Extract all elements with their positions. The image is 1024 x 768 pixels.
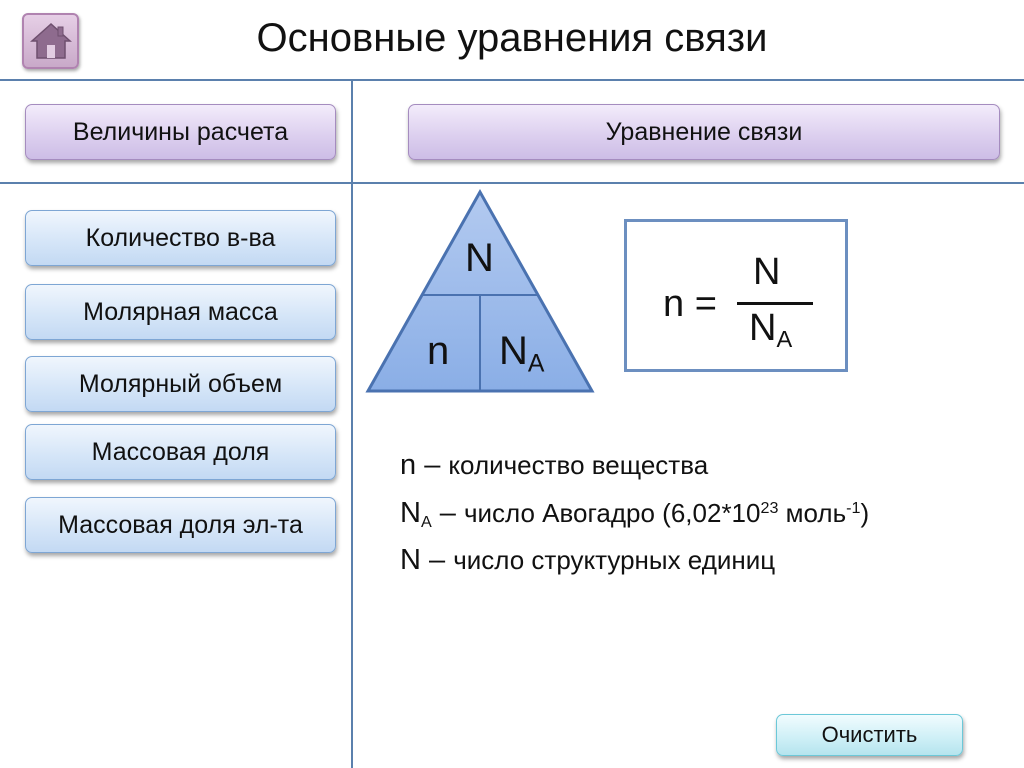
column-divider: [351, 80, 353, 768]
equation-header-button[interactable]: Уравнение связи: [408, 104, 1000, 160]
equation-lhs: n =: [663, 283, 717, 325]
header-divider: [0, 182, 1024, 184]
triangle-right-symbol: NA: [499, 329, 545, 378]
top-divider: [0, 79, 1024, 81]
definition-big-n: N – число структурных единиц: [400, 544, 776, 576]
sidebar-item-molar-mass[interactable]: Молярная масса: [25, 284, 336, 340]
definition-n: n – количество вещества: [400, 449, 709, 481]
sidebar-item-amount[interactable]: Количество в-ва: [25, 210, 336, 266]
home-button[interactable]: [22, 13, 79, 69]
page-title: Основные уравнения связи: [256, 16, 768, 60]
sidebar-item-element-mass-fraction[interactable]: Массовая доля эл-та: [25, 497, 336, 553]
equation-box: n = N NA: [624, 219, 848, 372]
formula-triangle: N n NA: [364, 188, 596, 396]
home-icon: [30, 22, 72, 59]
quantities-header-button[interactable]: Величины расчета: [25, 104, 336, 160]
triangle-top-symbol: N: [465, 236, 494, 280]
equation-numerator: N: [753, 251, 781, 293]
fraction-bar: [737, 302, 813, 305]
definition-na: NA – число Авогадро (6,02*1023 моль-1): [400, 497, 870, 531]
sidebar-item-mass-fraction[interactable]: Массовая доля: [25, 424, 336, 480]
sidebar-item-molar-volume[interactable]: Молярный объем: [25, 356, 336, 412]
clear-button[interactable]: Очистить: [776, 714, 963, 756]
equation-denominator: NA: [749, 307, 793, 353]
triangle-left-symbol: n: [427, 329, 450, 373]
